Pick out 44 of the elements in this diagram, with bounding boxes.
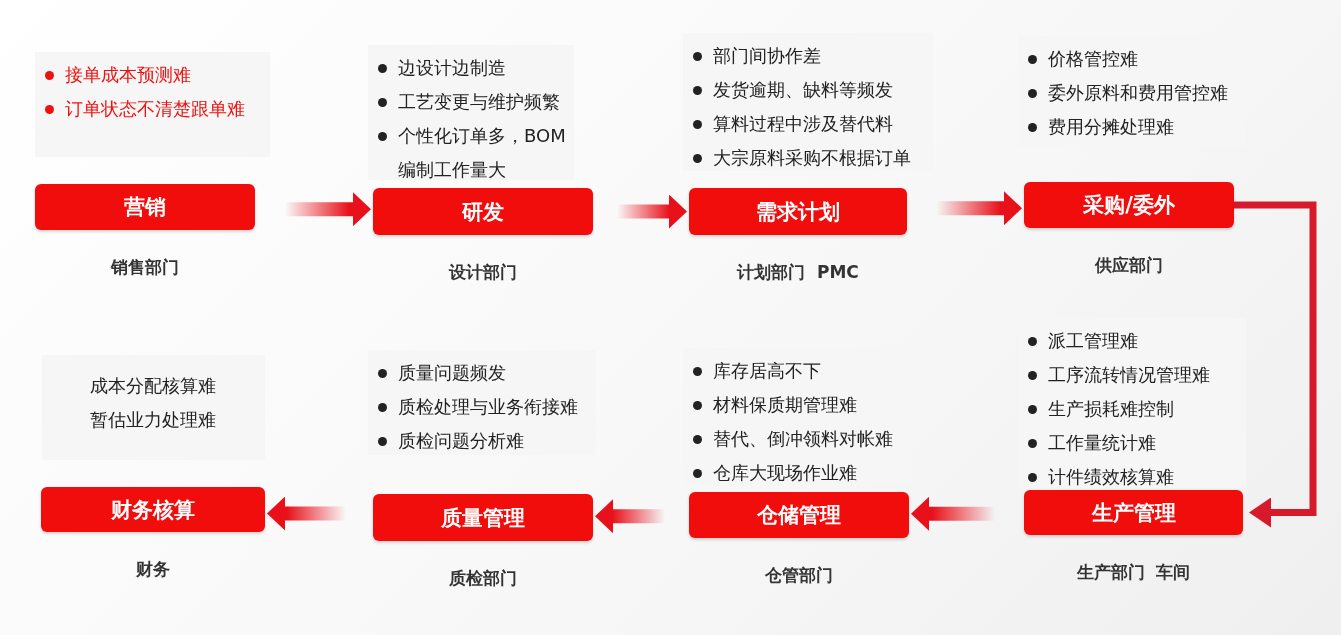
department-label: 仓管部门 <box>765 564 833 587</box>
problem-text: 成本分配核算难 <box>89 374 216 398</box>
bullet-item: 质检问题分析难 <box>376 424 524 458</box>
process-box: 采购/委外 <box>1024 182 1234 228</box>
process-box: 生产管理 <box>1024 490 1243 535</box>
bullet-item: 工序流转情况管理难 <box>1026 358 1210 392</box>
process-box: 质量管理 <box>373 494 593 541</box>
department-label: 销售部门 <box>111 256 179 279</box>
process-box: 财务核算 <box>41 487 265 532</box>
bullet-item: 生产损耗难控制 <box>1026 392 1174 426</box>
bullet-item: 价格管控难 <box>1026 42 1138 76</box>
process-box: 仓储管理 <box>689 492 909 538</box>
department-label: 财务 <box>136 558 170 581</box>
bullet-item: 派工管理难 <box>1026 324 1138 358</box>
bullet-item: 库存居高不下 <box>691 354 821 388</box>
bullet-item: 边设计边制造 <box>376 51 506 85</box>
department-label: 计划部门 PMC <box>737 261 859 284</box>
bullet-item: 费用分摊处理难 <box>1026 110 1174 144</box>
process-box: 需求计划 <box>689 188 907 235</box>
bullet-item: 订单状态不清楚跟单难 <box>43 92 245 126</box>
bullet-item: 工作量统计难 <box>1026 426 1156 460</box>
bullet-item: 委外原料和费用管控难 <box>1026 76 1228 110</box>
bullet-item: 质检处理与业务衔接难 <box>376 390 578 424</box>
department-label: 供应部门 <box>1095 254 1163 277</box>
bullet-item: 接单成本预测难 <box>43 58 191 92</box>
bullet-item: 工艺变更与维护频繁 <box>376 85 560 119</box>
bullet-item: 个性化订单多，BOM 编制工作量大 <box>376 119 588 187</box>
department-label: 生产部门 车间 <box>1076 561 1191 584</box>
bullet-item: 替代、倒冲领料对帐难 <box>691 422 893 456</box>
bullet-item: 发货逾期、缺料等频发 <box>691 73 893 107</box>
department-label: 质检部门 <box>449 567 517 590</box>
department-label: 设计部门 <box>449 261 517 284</box>
process-box: 营销 <box>35 184 255 230</box>
process-box: 研发 <box>373 188 593 235</box>
problem-text: 暂估业力处理难 <box>89 408 216 432</box>
bullet-item: 部门间协作差 <box>691 39 821 73</box>
connector-arrow <box>1234 201 1317 528</box>
bullet-item: 大宗原料采购不根据订单 <box>691 141 911 175</box>
bullet-item: 质量问题频发 <box>376 356 506 390</box>
bullet-item: 仓库大现场作业难 <box>691 456 857 490</box>
problem-card <box>368 45 574 180</box>
problem-card <box>35 52 270 157</box>
bullet-item: 材料保质期管理难 <box>691 388 857 422</box>
bullet-item: 算料过程中涉及替代料 <box>691 107 893 141</box>
